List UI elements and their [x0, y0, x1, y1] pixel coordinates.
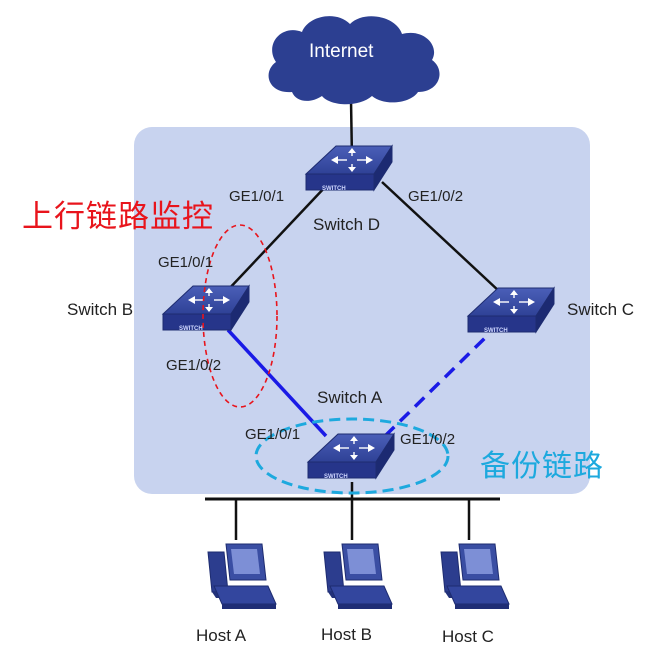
switch-b-port-down: GE1/0/2 — [166, 357, 222, 374]
backup-link-annotation: 备份链路 — [480, 449, 604, 484]
switch-d-port-right: GE1/0/2 — [408, 188, 464, 205]
switch-c-label: Switch C — [567, 300, 635, 319]
switch-a-port-right: GE1/0/2 — [400, 431, 456, 448]
link-switch-d-switch-b — [225, 184, 328, 293]
host-b-label: Host B — [321, 625, 373, 644]
network-region — [134, 127, 590, 494]
switch-a-badge: SWITCH — [324, 474, 348, 480]
host-a-computer-icon — [207, 543, 277, 610]
cloud-icon — [268, 16, 440, 105]
link-switch-a-switch-c-backup — [383, 334, 489, 438]
switch-a-port-left: GE1/0/1 — [245, 426, 301, 443]
switch-d-badge: SWITCH — [322, 186, 346, 192]
switch-b-label: Switch B — [67, 300, 134, 319]
host-c-computer-icon — [440, 543, 510, 610]
link-switch-d-switch-c — [381, 181, 501, 293]
host-c-label: Host C — [442, 627, 494, 646]
link-switch-b-switch-a — [226, 328, 328, 438]
switch-d-port-left: GE1/0/1 — [229, 188, 285, 205]
switch-b-badge: SWITCH — [179, 326, 203, 332]
switch-b-port-up: GE1/0/1 — [158, 254, 214, 271]
switch-d-label: Switch D — [313, 215, 381, 234]
internet-label: Internet — [309, 41, 374, 62]
host-b-computer-icon — [323, 543, 393, 610]
switch-a-label: Switch A — [317, 388, 383, 407]
backup-link-ellipse — [254, 417, 450, 495]
uplink-monitor-annotation: 上行链路监控 — [22, 199, 214, 235]
host-a-label: Host A — [196, 626, 247, 645]
uplink-monitor-ellipse — [202, 224, 278, 408]
switch-c-badge: SWITCH — [484, 328, 508, 334]
